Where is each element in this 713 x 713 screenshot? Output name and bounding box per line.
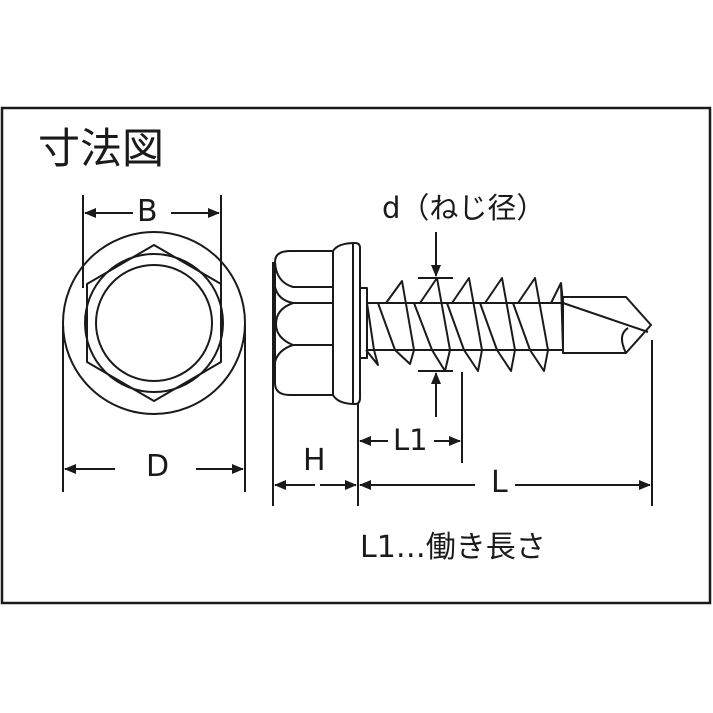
dimension-H <box>272 262 359 506</box>
label-B: B <box>137 194 158 229</box>
side-view-screw <box>274 242 368 405</box>
frame-border <box>0 106 712 605</box>
label-L1: L1 <box>393 423 428 457</box>
dimension-L1 <box>359 372 463 463</box>
label-L: L <box>491 465 508 500</box>
label-thread-diameter: d（ねじ径） <box>382 191 546 225</box>
label-H: H <box>303 443 326 478</box>
dimension-B <box>82 195 222 288</box>
threaded-shank <box>365 277 564 372</box>
dimension-d <box>418 232 453 417</box>
dimension-D <box>62 325 246 492</box>
top-view-hex-head <box>62 231 246 415</box>
dimension-L <box>359 340 653 506</box>
legend-note: L1…働き長さ <box>360 530 546 565</box>
diagram-title: 寸法図 <box>38 124 165 173</box>
label-D: D <box>146 449 170 484</box>
drill-tip <box>562 296 652 354</box>
